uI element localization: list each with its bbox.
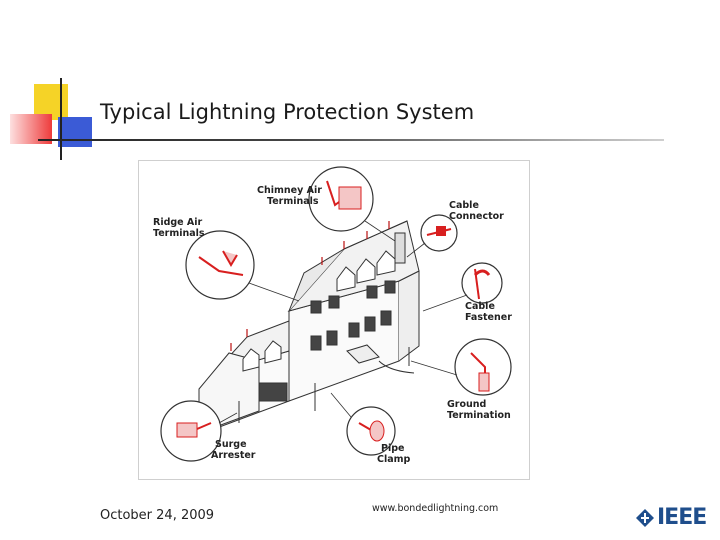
label-chimney-2: Terminals [267, 196, 319, 207]
label-cable-fastener-2: Fastener [465, 312, 512, 323]
label-surge-2: Arrester [211, 450, 256, 461]
slide-title: Typical Lightning Protection System [100, 100, 475, 124]
label-ground-2: Termination [447, 410, 511, 421]
decor-blue-square [58, 117, 92, 147]
ieee-diamond-icon [636, 509, 654, 527]
label-pipe-1: Pipe [381, 443, 404, 454]
label-chimney-1: Chimney Air [257, 185, 322, 196]
label-ground-1: Ground [447, 399, 486, 410]
label-ridge-2: Terminals [153, 228, 205, 239]
ground-detail-circle [454, 338, 512, 396]
ridge-detail-circle [185, 230, 255, 300]
cable-fastener-detail-circle [461, 262, 503, 304]
title-divider [38, 139, 664, 141]
decor-vertical-line [60, 78, 62, 160]
footer-date: October 24, 2009 [100, 508, 215, 523]
footer-url: www.bondedlightning.com [372, 503, 499, 514]
label-ridge-1: Ridge Air [153, 217, 203, 228]
label-pipe-2: Clamp [377, 454, 411, 465]
label-cable-fastener-1: Cable [465, 301, 495, 312]
label-cable-connector-1: Cable [449, 200, 479, 211]
ieee-wordmark: IEEE [657, 505, 707, 530]
lightning-protection-diagram: Chimney Air Terminals Ridge Air Terminal… [138, 160, 530, 480]
label-surge-1: Surge [215, 439, 247, 450]
label-cable-connector-2: Connector [449, 211, 504, 222]
